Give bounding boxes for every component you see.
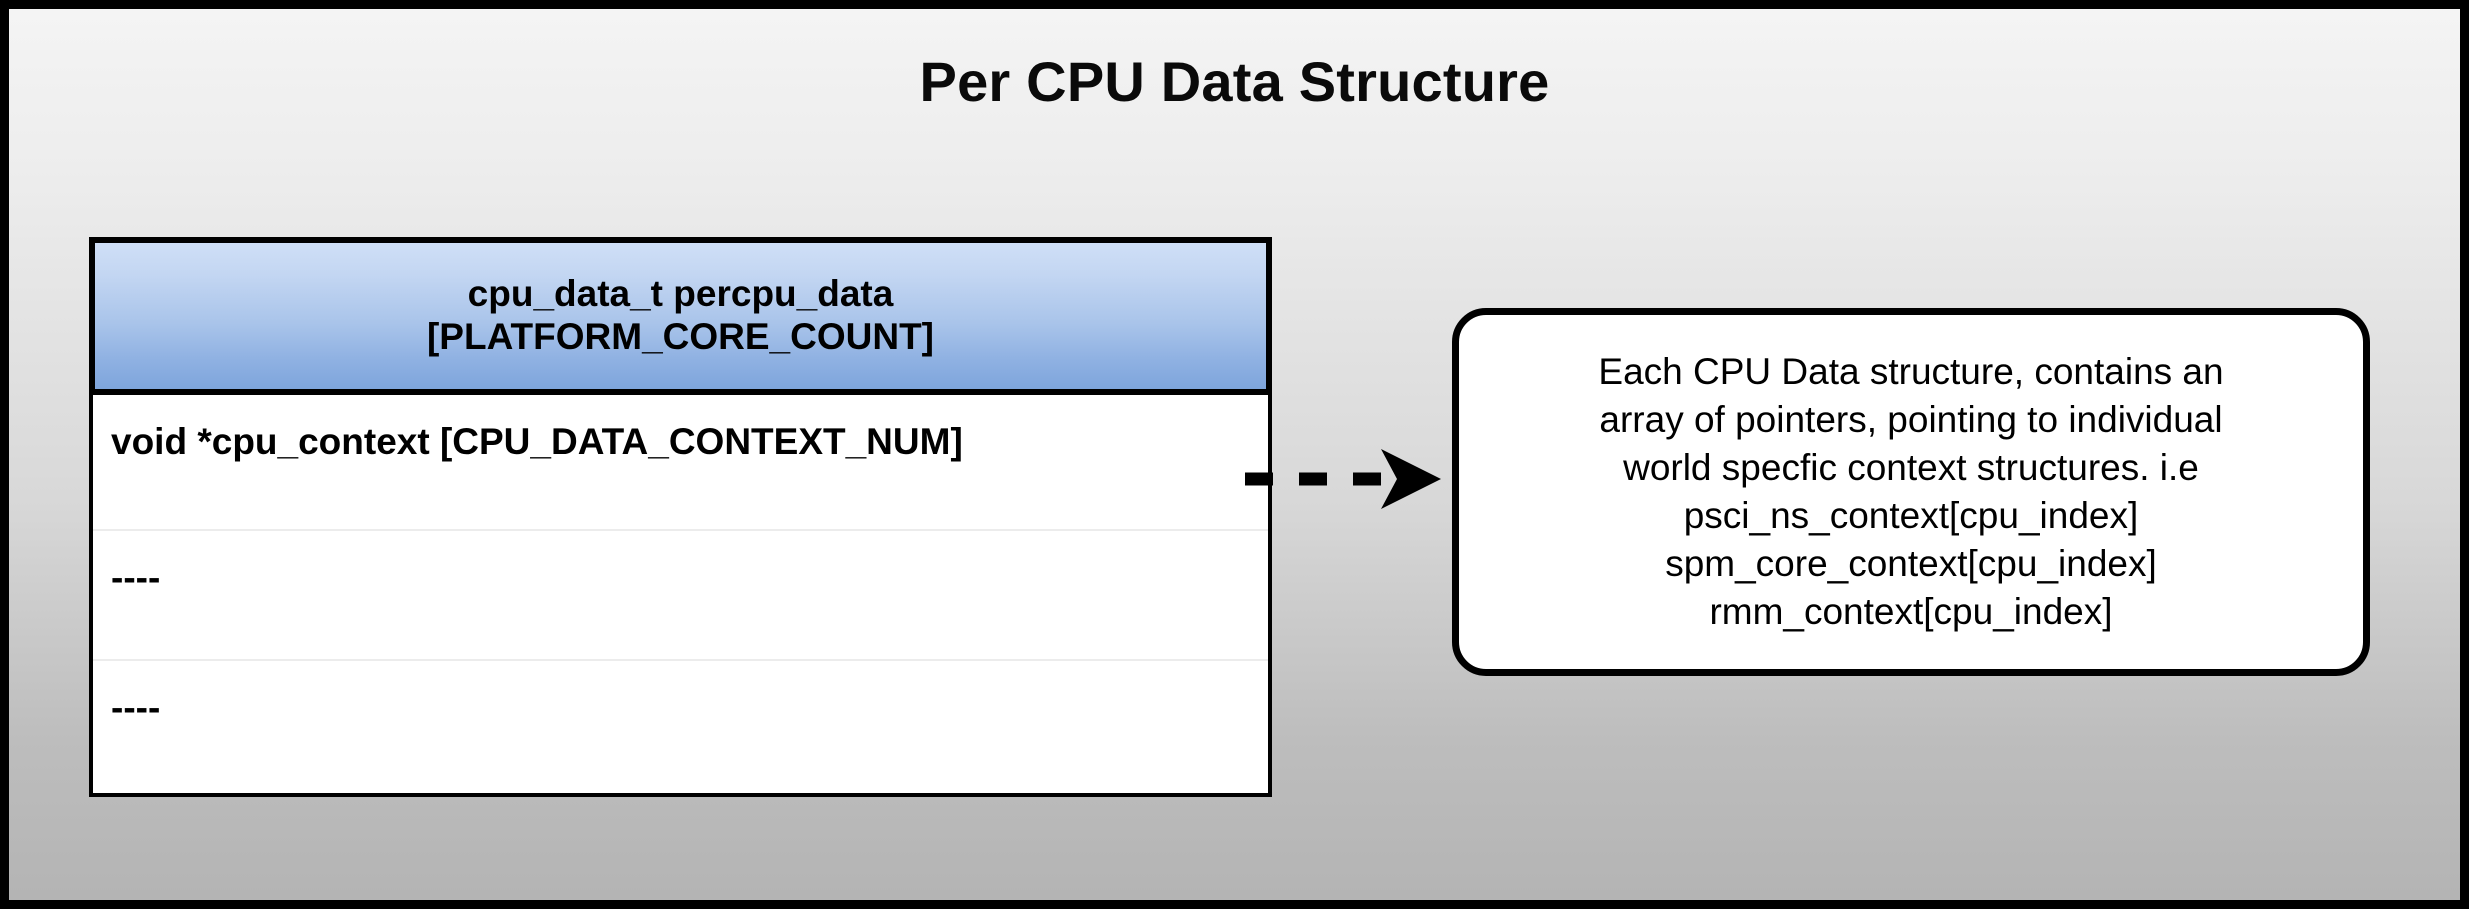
callout-note-text: Each CPU Data structure, contains an arr…: [1576, 348, 2245, 637]
table-row: ----: [93, 529, 1268, 659]
percpu-data-struct-table: cpu_data_t percpu_data [PLATFORM_CORE_CO…: [89, 237, 1272, 797]
dashed-arrow-connector: [1245, 441, 1445, 517]
callout-line: psci_ns_context[cpu_index]: [1683, 495, 2139, 536]
table-row: void *cpu_context [CPU_DATA_CONTEXT_NUM]: [93, 395, 1268, 529]
page-title: Per CPU Data Structure: [919, 50, 1550, 113]
callout-line: rmm_context[cpu_index]: [1709, 591, 2113, 633]
struct-table-header: cpu_data_t percpu_data [PLATFORM_CORE_CO…: [89, 237, 1272, 395]
struct-header-line-1: cpu_data_t percpu_data: [467, 273, 894, 315]
callout-line: array of pointers, pointing to individua…: [1599, 398, 2223, 440]
table-row: ----: [93, 659, 1268, 789]
callout-line: spm_core_context[cpu_index]: [1665, 543, 2157, 585]
callout-line: Each CPU Data structure, contains an: [1598, 350, 2224, 392]
callout-line: world specfic context structures. i.e: [1623, 446, 2199, 488]
struct-table-body: void *cpu_context [CPU_DATA_CONTEXT_NUM]…: [89, 395, 1272, 797]
arrow-right-icon: [1245, 449, 1441, 509]
struct-field-label: ----: [111, 557, 161, 598]
callout-note: Each CPU Data structure, contains an arr…: [1452, 308, 2370, 676]
struct-field-label: void *cpu_context [CPU_DATA_CONTEXT_NUM]: [111, 421, 963, 462]
struct-field-label: ----: [111, 687, 161, 728]
struct-header-line-2: [PLATFORM_CORE_COUNT]: [426, 316, 934, 357]
